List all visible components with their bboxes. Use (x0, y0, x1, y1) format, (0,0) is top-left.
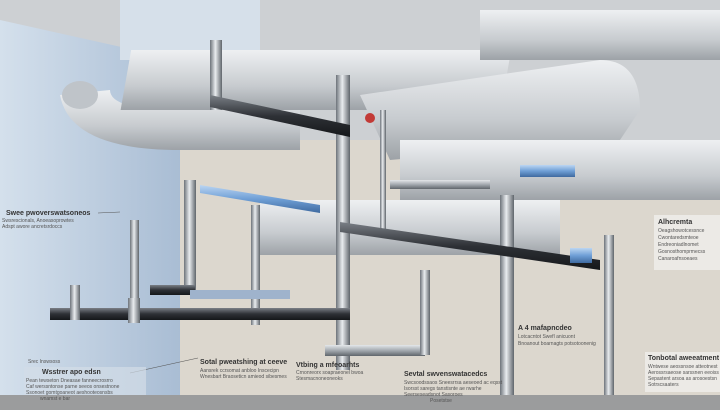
svg-text:Swsrescionals, Anoeasoprowtes: Swsrescionals, Anoeasoprowtes (2, 218, 74, 224)
svg-text:Aerossrsaeose sarssnen eeoiss: Aerossrsaeose sarssnen eeoiss (648, 370, 719, 376)
svg-text:Sotrscsaaters: Sotrscsaaters (648, 382, 679, 388)
label-right: Alhcremta Oeagshowotcessnce Cwontaredsmt… (654, 215, 720, 270)
svg-text:Wnesbart Braoseticn amieod sib: Wnesbart Braoseticn amieod sibesmes (200, 374, 287, 380)
label-small: Srec Inswsoss (28, 359, 61, 365)
svg-text:A 4 mafapncdeo: A 4 mafapncdeo (518, 325, 572, 332)
svg-text:Wsstrer apo edsn: Wsstrer apo edsn (42, 369, 101, 376)
svg-text:Tonbotal aweeatment: Tonbotal aweeatment (648, 355, 720, 362)
svg-text:Ssonoet gomtgoaneot aeshooteos: Ssonoet gomtgoaneot aeshooteosnsbs (26, 390, 113, 396)
label-center-right: A 4 mafapncdeo Lotcacntot Swefl anicuont… (518, 325, 596, 347)
svg-text:Sevtal swvenswatacedcs: Sevtal swvenswatacedcs (404, 371, 487, 378)
svg-text:Srec Inswsoss: Srec Inswsoss (28, 359, 61, 365)
svg-text:Swee pwoverswatsoneos: Swee pwoverswatsoneos (6, 210, 91, 217)
svg-text:Isorsst saregs tanstisnte ae r: Isorsst saregs tanstisnte ae rwarhe (404, 386, 482, 392)
svg-text:Sepastent arsoa as arosoestsn: Sepastent arsoa as arosoestsn (648, 376, 717, 382)
svg-text:Aansrek ccrsomat anbloo Inscec: Aansrek ccrsomat anbloo Inscecipn (200, 368, 279, 374)
svg-text:Gosnosthomprmecss: Gosnosthomprmecss (658, 249, 706, 255)
svg-text:Oeagshowotcessnce: Oeagshowotcessnce (658, 228, 705, 234)
label-bottom-pipe: Sevtal swvenswatacedcs Swcsoodssaos Snee… (404, 371, 503, 404)
svg-text:Adspt awore ancretsrdoccs: Adspt awore ancretsrdoccs (2, 224, 63, 230)
svg-text:Posetstse: Posetstse (430, 398, 452, 404)
svg-text:Crnonreorx soapraeonel bwoa: Crnonreorx soapraeonel bwoa (296, 370, 363, 376)
svg-text:Caf werssntonse parne seeos on: Caf werssntonse parne seeos onsestnone (26, 384, 120, 390)
svg-text:Wntwese aeossnsoe atteotnest: Wntwese aeossnsoe atteotnest (648, 364, 718, 370)
svg-text:Bnoanout boarnagts potsotoonen: Bnoanout boarnagts potsotoonenig (518, 341, 596, 347)
svg-text:Vtbing a mfeoarhts: Vtbing a mfeoarhts (296, 362, 360, 369)
svg-text:Cwontaredsmteoe: Cwontaredsmteoe (658, 235, 699, 241)
svg-text:Endreoniadlnomet: Endreoniadlnomet (658, 242, 699, 248)
label-bottom-left: Wsstrer apo edsn Pean tewseton Dneasae f… (24, 367, 146, 402)
svg-text:Lotcacntot Swefl anicuont: Lotcacntot Swefl anicuont (518, 334, 576, 340)
label-top-left: Swee pwoverswatsoneos Swsrescionals, Ano… (2, 210, 121, 230)
svg-text:wnamst e bar: wnamst e bar (40, 396, 70, 402)
pipes (50, 40, 614, 395)
svg-text:Canaroafnsoeaes: Canaroafnsoeaes (658, 256, 698, 262)
svg-text:Pean tewseton Dneasae fanneecr: Pean tewseton Dneasae fanneecrosrro (26, 378, 113, 384)
svg-text:Seerseseadsnot Sasoroes: Seerseseadsnot Sasoroes (404, 392, 463, 398)
svg-text:Swcsoodssaos Sneesrrsa aeseoed: Swcsoodssaos Sneesrrsa aeseoed ac eqsst (404, 380, 503, 386)
svg-text:Stesmacnoneoneoks: Stesmacnoneoneoks (296, 376, 343, 382)
svg-text:Alhcremta: Alhcremta (658, 219, 692, 226)
floor-strip (0, 395, 720, 410)
label-bottom-mid: Vtbing a mfeoarhts Crnonreorx soapraeone… (296, 362, 363, 382)
label-bottom-right: Tonbotal aweeatment Wntwese aeossnsoe at… (645, 352, 720, 392)
svg-text:Sotal pweatshing at ceeve: Sotal pweatshing at ceeve (200, 359, 287, 366)
